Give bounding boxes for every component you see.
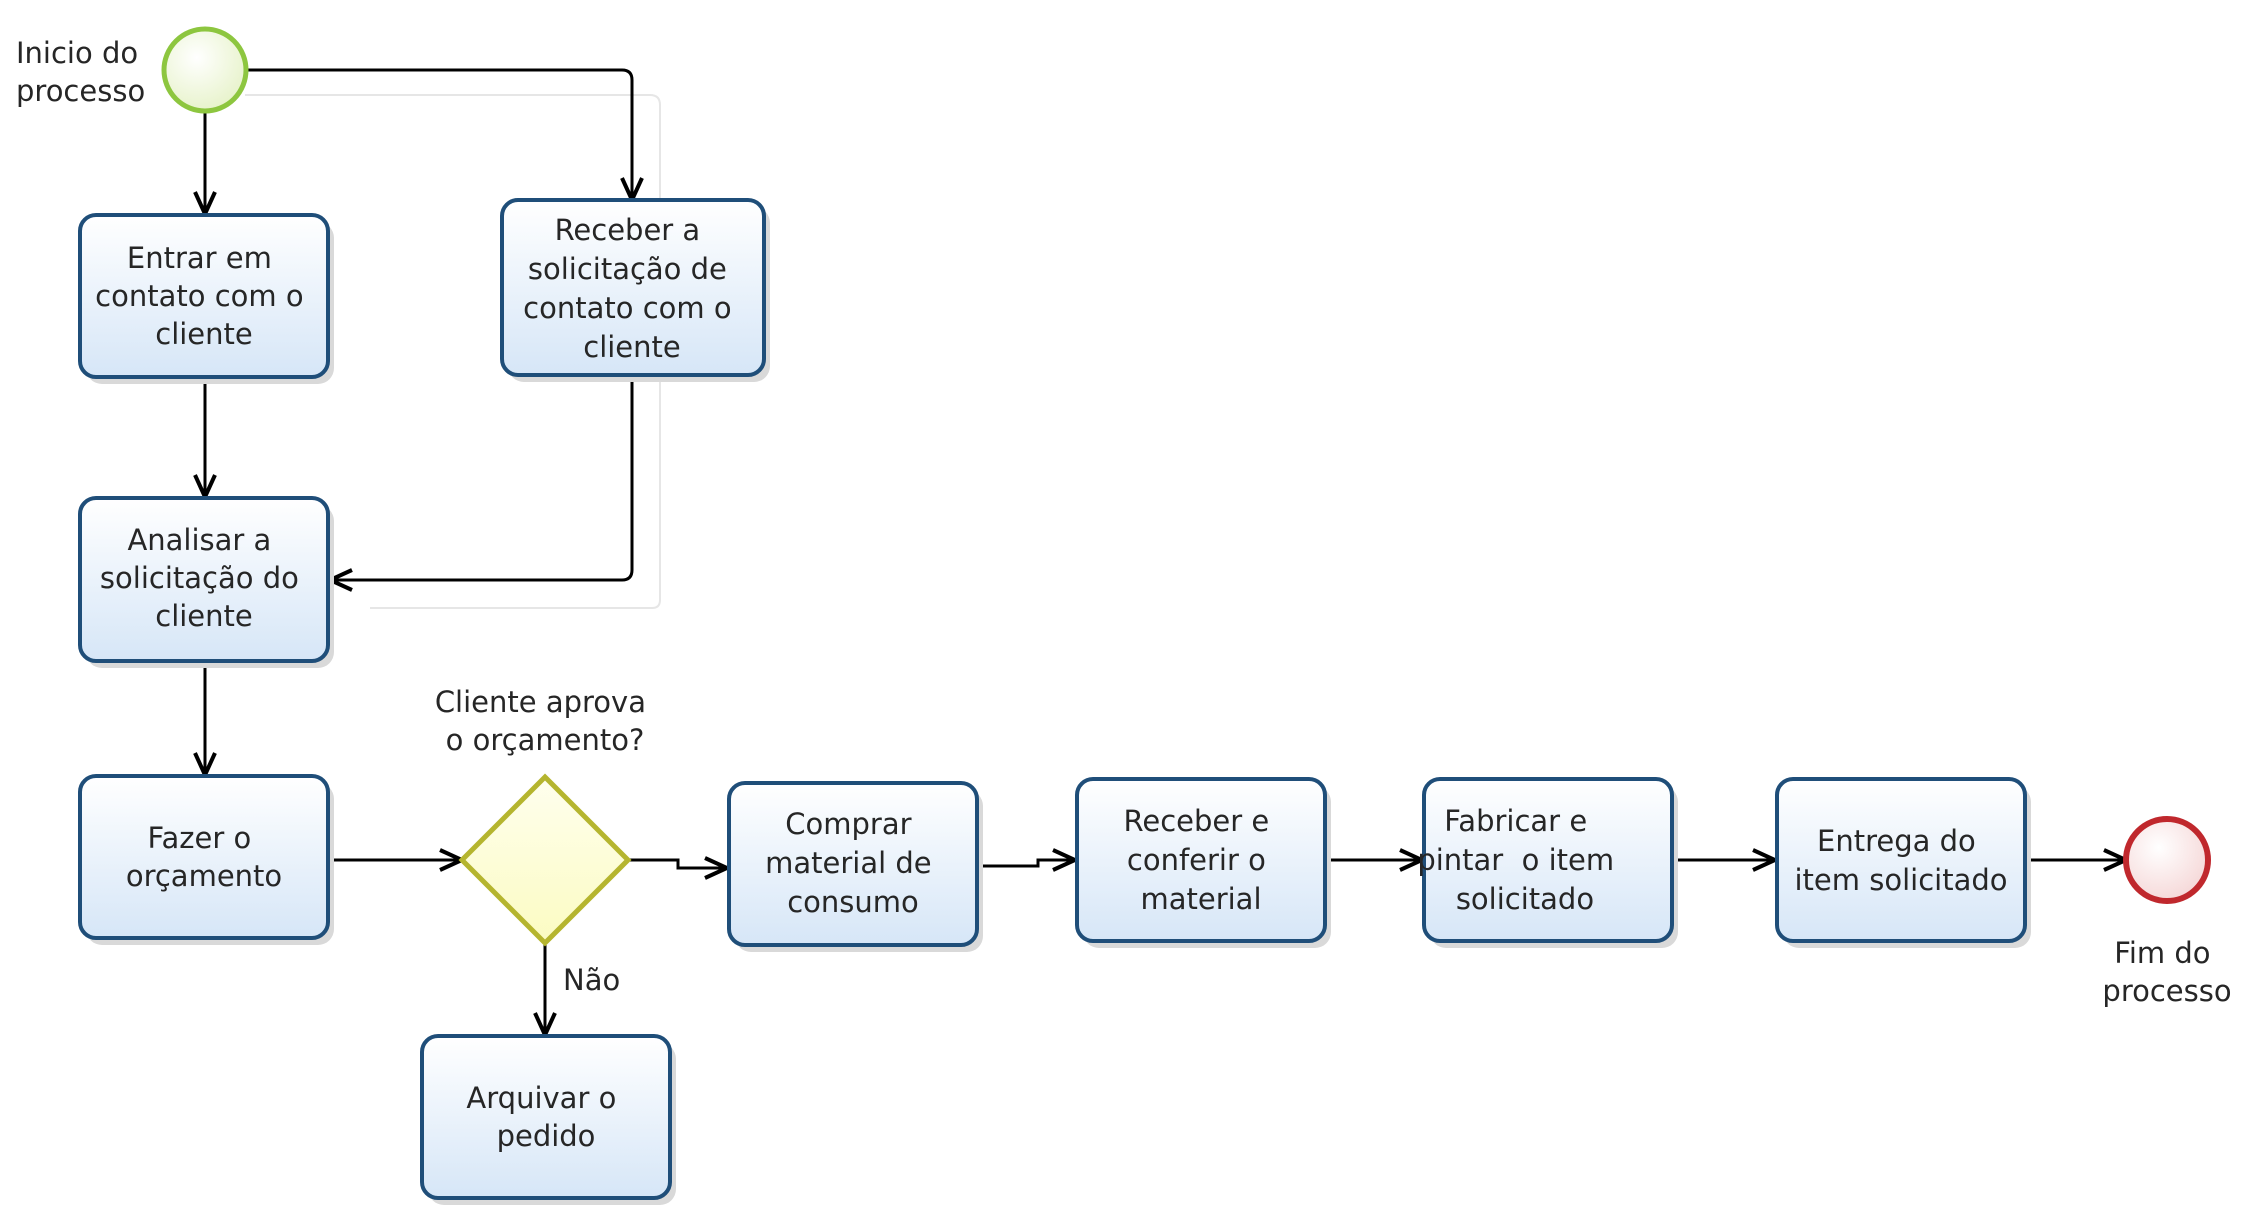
task-receive-check: Receber e conferir o material bbox=[1075, 777, 1331, 948]
task-contact-line-2: contato com o bbox=[95, 279, 303, 313]
task-contact-line-3: cliente bbox=[155, 317, 253, 351]
gateway-no-label: Não bbox=[563, 963, 620, 997]
start-label-line-2: processo bbox=[16, 74, 145, 108]
task-buy-line-3: consumo bbox=[787, 885, 919, 919]
svg-text:Fazer o orçamento: Fazer o orçamento bbox=[126, 821, 282, 893]
svg-text:Receber e conferir o: Receber e conferir o material bbox=[1124, 804, 1279, 916]
start-event-label: Inicio do processo bbox=[16, 36, 147, 108]
svg-text:Receber a solicitação de: Receber a solicitação de contato com o c… bbox=[523, 213, 741, 364]
task-receive-line-4: cliente bbox=[583, 330, 681, 364]
end-event-label: Fim do processo bbox=[2102, 936, 2231, 1008]
svg-text:Arquivar o pedido: Arquivar o pedido bbox=[466, 1081, 625, 1153]
flow-receive-to-analyze bbox=[330, 380, 634, 580]
sequence-flows bbox=[205, 68, 2126, 1035]
task-buy-line-1: Comprar bbox=[785, 807, 911, 841]
task-quote-line-2: orçamento bbox=[126, 859, 282, 893]
task-contact-client: Entrar em contato com o cliente bbox=[78, 213, 334, 384]
task-receive-check-line-3: material bbox=[1140, 882, 1261, 916]
task-deliver-item: Entrega do item solicitado bbox=[1775, 777, 2031, 948]
end-label-line-2: processo bbox=[2102, 974, 2231, 1008]
task-archive-line-1: Arquivar o bbox=[466, 1081, 616, 1115]
task-buy-material: Comprar material de consumo bbox=[727, 781, 983, 952]
task-receive-line-2: solicitação de bbox=[528, 252, 727, 286]
svg-text:Comprar material de: Comprar material de consumo bbox=[765, 807, 941, 919]
task-contact-line-1: Entrar em bbox=[127, 241, 272, 275]
decision-gateway bbox=[458, 773, 632, 947]
start-label-line-1: Inicio do bbox=[16, 36, 138, 70]
task-receive-request: Receber a solicitação de contato com o c… bbox=[500, 198, 770, 382]
task-fabricate-line-3: solicitado bbox=[1456, 882, 1594, 916]
task-receive-line-3: contato com o bbox=[523, 291, 731, 325]
task-receive-check-line-2: conferir o bbox=[1127, 843, 1266, 877]
start-event bbox=[161, 26, 249, 114]
task-fabricate-paint: Fabricar e pintar o item solicitado bbox=[1417, 777, 1678, 948]
task-archive-line-2: pedido bbox=[497, 1119, 596, 1153]
task-fabricate-line-1: Fabricar e bbox=[1444, 804, 1587, 838]
gateway-question: Cliente aprova o orçamento? bbox=[435, 685, 655, 757]
task-analyze-line-3: cliente bbox=[155, 599, 253, 633]
gateway-question-line-2: o orçamento? bbox=[446, 723, 645, 757]
task-make-quote: Fazer o orçamento bbox=[78, 774, 334, 945]
task-quote-line-1: Fazer o bbox=[148, 821, 252, 855]
task-buy-line-2: material de bbox=[765, 846, 932, 880]
task-archive-order: Arquivar o pedido bbox=[420, 1034, 676, 1205]
end-label-line-1: Fim do bbox=[2114, 936, 2210, 970]
task-analyze-request: Analisar a solicitação do cliente bbox=[78, 496, 334, 668]
svg-text:Analisar a solicitação d: Analisar a solicitação do cliente bbox=[100, 523, 308, 633]
svg-text:Fabricar e pintar o ite: Fabricar e pintar o item solicitado bbox=[1417, 804, 1614, 916]
flow-buy-to-receive-check bbox=[978, 860, 1075, 866]
svg-text:Entrar em contato com o: Entrar em contato com o cliente bbox=[95, 241, 313, 351]
gateway-question-line-1: Cliente aprova bbox=[435, 685, 646, 719]
task-deliver-line-1: Entrega do bbox=[1817, 824, 1976, 858]
flow-start-to-receive-request bbox=[245, 68, 632, 200]
svg-text:Entrega do item solicita: Entrega do item solicitado bbox=[1795, 824, 2008, 897]
task-analyze-line-2: solicitação do bbox=[100, 561, 299, 595]
end-event bbox=[2123, 816, 2211, 904]
task-fabricate-line-2: pintar o item bbox=[1417, 843, 1614, 877]
task-analyze-line-1: Analisar a bbox=[127, 523, 271, 557]
task-receive-check-line-1: Receber e bbox=[1124, 804, 1270, 838]
flow-gateway-to-buy bbox=[628, 860, 727, 868]
task-receive-line-1: Receber a bbox=[555, 213, 701, 247]
task-deliver-line-2: item solicitado bbox=[1795, 863, 2008, 897]
